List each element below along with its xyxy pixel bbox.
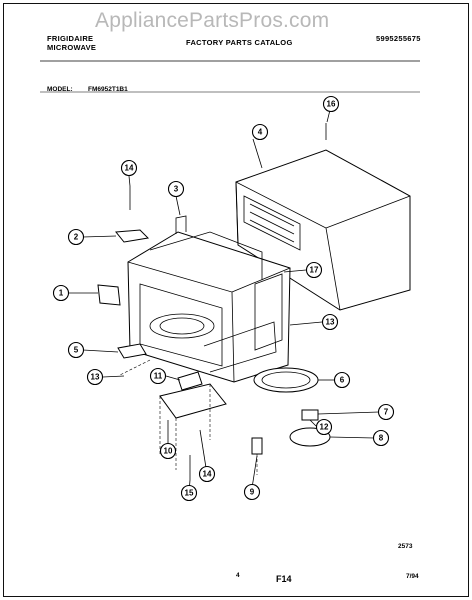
brand-line-2: MICROWAVE: [47, 43, 97, 52]
brand-line-1: FRIGIDAIRE: [47, 34, 94, 43]
base-tray: [159, 383, 227, 419]
callout-9: 9: [243, 483, 261, 501]
callout-3: 3: [167, 180, 185, 198]
figure-label: F14: [276, 574, 292, 584]
catalog-title: FACTORY PARTS CATALOG: [186, 38, 293, 47]
svg-text:9: 9: [250, 488, 255, 497]
model-label: MODEL:: [47, 86, 73, 93]
callout-1: 1: [52, 284, 70, 302]
svg-text:11: 11: [154, 372, 163, 381]
callout-11: 11: [149, 367, 167, 385]
callout-12: 12: [315, 418, 333, 436]
coupler: [301, 409, 319, 421]
drive-shaft: [251, 437, 263, 455]
page-number: 4: [236, 572, 240, 579]
cavity-frame: [127, 215, 291, 383]
callout-13-left: 13: [86, 368, 104, 386]
svg-text:6: 6: [340, 376, 345, 385]
diagram-code: 2573: [398, 543, 413, 550]
footer-date: 7/94: [406, 573, 419, 580]
callout-13-right: 13: [321, 313, 339, 331]
callout-14-top: 14: [120, 159, 138, 177]
callout-7: 7: [377, 403, 395, 421]
callout-4: 4: [251, 123, 269, 141]
lower-bracket: [117, 343, 147, 359]
motor-unit: [177, 371, 203, 391]
svg-text:8: 8: [379, 434, 384, 443]
callout-14-bottom: 14: [198, 465, 216, 483]
svg-text:13: 13: [91, 373, 100, 382]
door-seal-part: [97, 284, 121, 306]
callout-6: 6: [333, 371, 351, 389]
svg-text:12: 12: [320, 423, 329, 432]
svg-text:14: 14: [125, 164, 134, 173]
callout-5: 5: [67, 341, 85, 359]
svg-text:4: 4: [258, 128, 263, 137]
svg-text:2: 2: [74, 233, 79, 242]
callout-17: 17: [305, 261, 323, 279]
model-number: FM6952T1B1: [88, 86, 128, 93]
callout-15: 15: [180, 484, 198, 502]
callout-10: 10: [159, 442, 177, 460]
callout-16: 16: [322, 95, 340, 113]
svg-text:16: 16: [327, 100, 336, 109]
svg-text:14: 14: [203, 470, 212, 479]
svg-text:3: 3: [174, 185, 179, 194]
catalog-number: 5995255675: [376, 34, 421, 43]
svg-text:13: 13: [326, 318, 335, 327]
svg-text:17: 17: [310, 266, 319, 275]
svg-text:15: 15: [185, 489, 194, 498]
callout-2: 2: [67, 228, 85, 246]
svg-text:1: 1: [59, 289, 64, 298]
svg-text:10: 10: [164, 447, 173, 456]
top-bracket: [115, 229, 150, 243]
watermark: AppliancePartsPros.com: [95, 9, 330, 32]
svg-text:5: 5: [74, 346, 79, 355]
page-border: [3, 3, 469, 597]
svg-text:7: 7: [384, 408, 389, 417]
callout-8: 8: [372, 429, 390, 447]
